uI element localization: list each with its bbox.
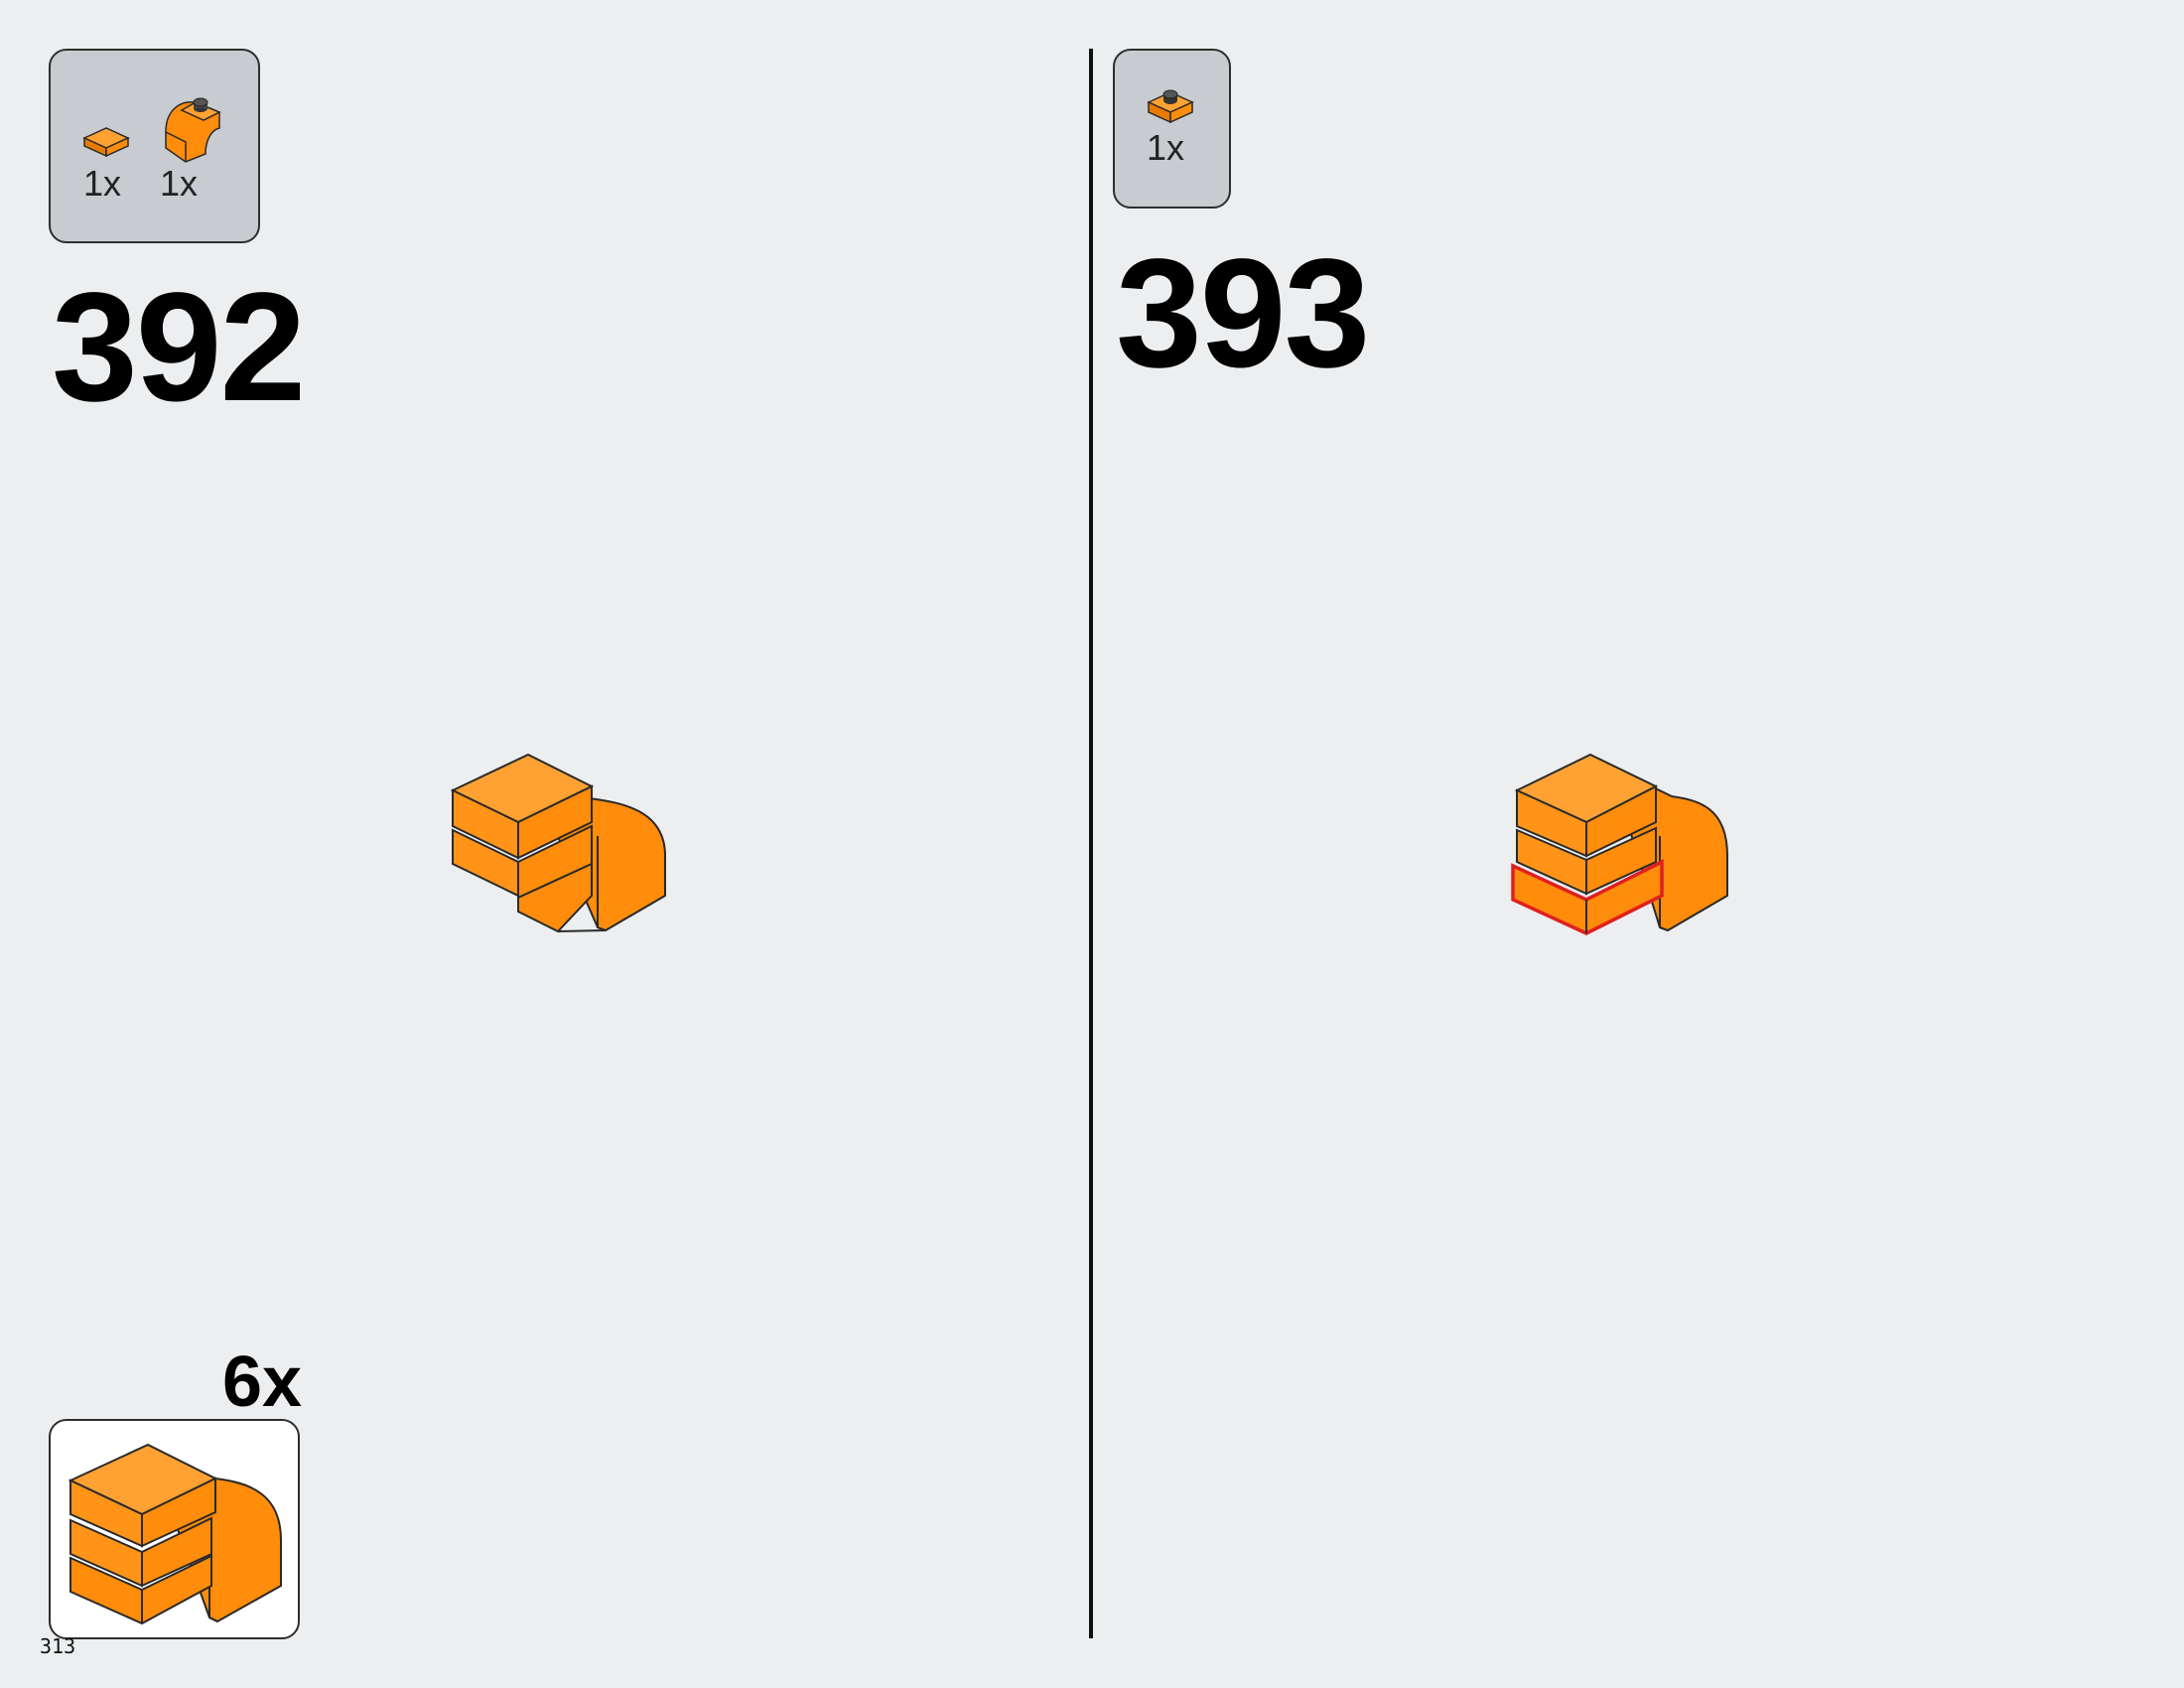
step-number-393: 393 xyxy=(1116,227,1370,400)
page-divider xyxy=(1089,49,1093,1638)
submodel-callout xyxy=(49,1419,300,1639)
step-393-model xyxy=(1511,753,1728,935)
part-qty: 1x xyxy=(1147,127,1185,168)
parts-list-step-392: 1x 1x xyxy=(49,49,260,243)
page-number: 313 xyxy=(40,1634,76,1658)
parts-list-step-393: 1x xyxy=(1113,49,1231,209)
step-392-model xyxy=(450,753,666,933)
orange-plate-1x1-icon xyxy=(1147,89,1194,124)
orange-tile-1x1-icon xyxy=(82,127,130,158)
submodel-multiplier: 6x xyxy=(222,1342,303,1422)
step-number-392: 392 xyxy=(52,261,306,434)
orange-curved-assembly-icon xyxy=(68,1443,282,1625)
part-qty: 1x xyxy=(83,163,122,204)
part-qty: 1x xyxy=(160,163,199,204)
orange-curved-slope-icon xyxy=(165,97,221,163)
